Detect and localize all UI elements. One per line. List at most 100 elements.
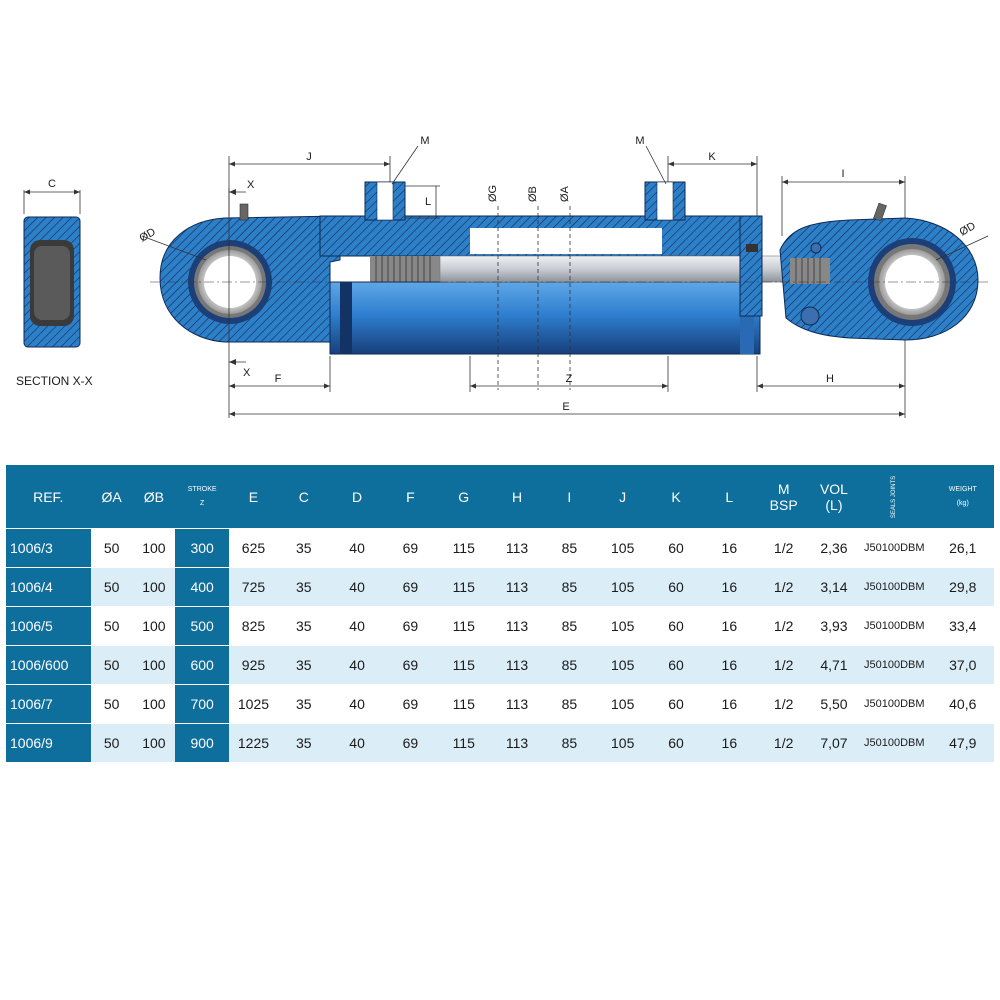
cell-stroke: 400 [175, 567, 230, 607]
header-vol-label: VOL [819, 480, 848, 497]
cell-c: 35 [277, 567, 330, 607]
cell-i: 85 [543, 684, 596, 724]
cell-k: 60 [649, 606, 703, 646]
cell-d: 40 [329, 684, 385, 724]
cell-h: 113 [490, 528, 544, 568]
cell-g: 115 [436, 723, 491, 762]
cell-m: 1/2 [756, 645, 811, 685]
cell-ref: 1006/7 [6, 684, 91, 724]
cell-j: 105 [595, 528, 650, 568]
cell-k: 60 [649, 684, 703, 724]
dim-phi-d-left-label: ØD [138, 226, 158, 245]
cell-h: 113 [490, 645, 544, 685]
cell-a: 50 [90, 645, 133, 685]
header-weight-unit: (kg) [956, 499, 969, 507]
header-vol: VOL (L) [810, 465, 858, 529]
cell-stroke: 900 [175, 723, 230, 762]
cell-g: 115 [436, 606, 491, 646]
dim-z-label: Z [566, 373, 573, 385]
dim-m-left-label: M [420, 135, 429, 147]
cell-m: 1/2 [756, 567, 811, 607]
cell-d: 40 [329, 606, 385, 646]
cell-e: 925 [229, 645, 278, 685]
cell-ref: 1006/3 [6, 528, 91, 568]
header-m-label: M [777, 480, 790, 497]
cell-f: 69 [384, 567, 437, 607]
cell-a: 50 [90, 684, 133, 724]
cell-j: 105 [595, 606, 650, 646]
dim-l-label: L [425, 196, 431, 208]
cell-f: 69 [384, 684, 437, 724]
cell-c: 35 [277, 528, 330, 568]
cell-e: 825 [229, 606, 278, 646]
cell-weight: 33,4 [931, 606, 994, 646]
dim-f-label: F [275, 373, 282, 385]
cell-f: 69 [384, 606, 437, 646]
header-i: I [543, 465, 596, 529]
cell-a: 50 [90, 723, 133, 762]
cell-h: 113 [490, 567, 544, 607]
header-bsp-label: BSP [769, 496, 798, 513]
cell-e: 1225 [229, 723, 278, 762]
cell-g: 115 [436, 567, 491, 607]
dim-i-label: I [841, 168, 844, 180]
cell-e: 725 [229, 567, 278, 607]
cell-vol: 2,36 [810, 528, 858, 568]
dim-phi-b-label: ØB [527, 186, 539, 202]
section-x-x-view: C [23, 178, 81, 348]
cell-i: 85 [543, 645, 596, 685]
header-stroke: STROKE Z [175, 465, 230, 529]
header-h: H [490, 465, 544, 529]
cell-i: 85 [543, 528, 596, 568]
cell-weight: 29,8 [931, 567, 994, 607]
header-seals: SEALS JOINTS [857, 465, 932, 529]
cell-seals: J50100DBM [857, 645, 932, 685]
header-e: E [229, 465, 278, 529]
cell-seals: J50100DBM [857, 723, 932, 762]
cell-a: 50 [90, 567, 133, 607]
header-f: F [384, 465, 437, 529]
cell-e: 625 [229, 528, 278, 568]
cell-c: 35 [277, 606, 330, 646]
cell-d: 40 [329, 723, 385, 762]
cell-j: 105 [595, 723, 650, 762]
header-seals-label: SEALS JOINTS [891, 475, 898, 518]
cell-g: 115 [436, 645, 491, 685]
dim-x-top-label: X [247, 179, 255, 191]
cell-vol: 3,93 [810, 606, 858, 646]
cell-weight: 40,6 [931, 684, 994, 724]
cell-j: 105 [595, 645, 650, 685]
cell-weight: 26,1 [931, 528, 994, 568]
cell-b: 100 [132, 645, 175, 685]
specification-table: REF. ØA ØB STROKE Z E C D F G H I J K L … [6, 465, 994, 762]
cell-b: 100 [132, 684, 175, 724]
dim-m-right-label: M [635, 135, 644, 147]
cell-e: 1025 [229, 684, 278, 724]
cell-l: 16 [702, 528, 757, 568]
cell-seals: J50100DBM [857, 606, 932, 646]
header-g: G [436, 465, 491, 529]
cylinder-body [150, 181, 990, 355]
section-x-x-label: SECTION X-X [16, 374, 93, 388]
header-weight: WEIGHT (kg) [931, 465, 994, 529]
cell-h: 113 [490, 606, 544, 646]
dimension-arrows [229, 161, 905, 417]
dim-x-bottom-label: X [243, 367, 251, 379]
cell-b: 100 [132, 528, 175, 568]
cell-ref: 1006/9 [6, 723, 91, 762]
cell-b: 100 [132, 567, 175, 607]
cell-ref: 1006/600 [6, 645, 91, 685]
dim-c-label: C [48, 178, 56, 190]
cell-k: 60 [649, 645, 703, 685]
dim-phi-d-right-label: ØD [958, 220, 978, 239]
cell-d: 40 [329, 567, 385, 607]
cell-c: 35 [277, 645, 330, 685]
cell-d: 40 [329, 645, 385, 685]
cell-stroke: 700 [175, 684, 230, 724]
cell-b: 100 [132, 723, 175, 762]
cell-f: 69 [384, 528, 437, 568]
header-weight-label: WEIGHT [948, 485, 977, 493]
